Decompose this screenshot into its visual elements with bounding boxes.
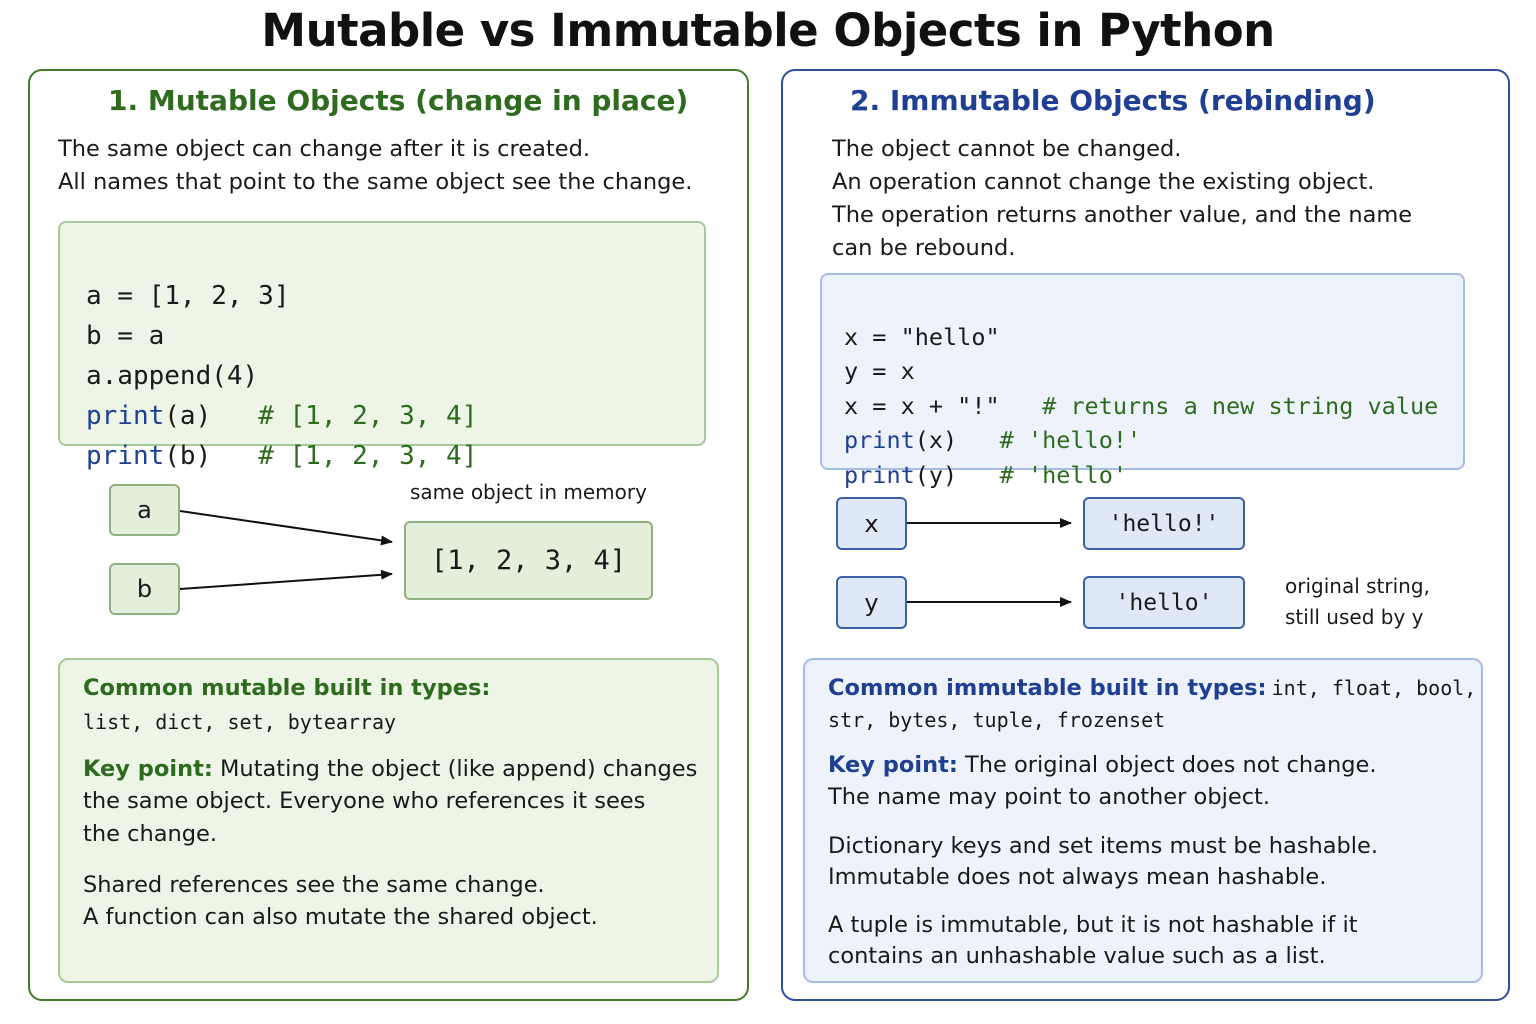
hashable-line-1: Dictionary keys and set items must be ha… [828, 833, 1379, 859]
list-object-node: [1, 2, 3, 4] [404, 521, 653, 600]
arrow-b-to-list [179, 569, 393, 590]
immutable-keypoint: Key point: The original object does not … [828, 749, 1376, 781]
mutable-code-block [58, 221, 706, 446]
code-line: b = a [86, 321, 165, 351]
list-object-value: [1, 2, 3, 4] [430, 545, 627, 576]
code-comment: # 'hello' [999, 460, 1127, 489]
mutable-types-heading: Common mutable built in types: [83, 675, 491, 701]
code-keyword: print [844, 426, 915, 454]
name-x-label: x [864, 509, 879, 538]
arrow-a-to-list [179, 510, 393, 546]
code-args: (y) [914, 460, 958, 489]
code-comment: # [1, 2, 3, 4] [258, 441, 478, 471]
code-keyword: print [86, 401, 165, 431]
immutable-intro-line-1: The object cannot be changed. [832, 136, 1182, 162]
immutable-keypoint-line-2: The name may point to another object. [828, 784, 1271, 810]
immutable-intro-line-3: The operation returns another value, and… [832, 202, 1413, 228]
name-y-label: y [864, 588, 879, 617]
page-title: Mutable vs Immutable Objects in Python [261, 4, 1275, 57]
code-line: print(x) # 'hello!' [844, 423, 1438, 458]
code-comment: # [1, 2, 3, 4] [258, 401, 478, 431]
code-line: a.append(4) [86, 361, 259, 391]
code-args: (x) [914, 426, 958, 454]
keypoint-text: The original object does not change. [965, 752, 1377, 778]
mutable-intro-line-2: All names that point to the same object … [58, 169, 693, 195]
code-line: print(y) # 'hello' [844, 458, 1438, 493]
immutable-types-list-1: int, float, bool, [1271, 676, 1477, 700]
hashable-line-2: Immutable does not always mean hashable. [828, 864, 1327, 890]
name-y-node: y [836, 576, 907, 629]
mutable-keypoint: Key point: Mutating the object (like app… [83, 753, 697, 785]
mutable-extra-line-1: Shared references see the same change. [83, 872, 545, 898]
mutable-heading: 1. Mutable Objects (change in place) [108, 84, 689, 117]
tuple-line-1: A tuple is immutable, but it is not hash… [828, 912, 1358, 938]
keypoint-label: Key point: [828, 752, 958, 778]
hello-bang-object-node: 'hello!' [1083, 497, 1245, 550]
code-line: print(a) # [1, 2, 3, 4] [86, 396, 477, 436]
code-line: print(b) # [1, 2, 3, 4] [86, 436, 477, 476]
immutable-types-row: Common immutable built in types: int, fl… [828, 675, 1476, 701]
code-args: (b) [164, 441, 212, 471]
name-b-node: b [109, 563, 180, 615]
immutable-heading: 2. Immutable Objects (rebinding) [850, 84, 1376, 117]
immutable-code-block [820, 273, 1465, 470]
immutable-code: x = "hello" y = x x = x + "!" # returns a … [844, 285, 1438, 527]
code-comment: # 'hello!' [999, 426, 1142, 454]
name-a-node: a [109, 484, 180, 536]
code-line: x = "hello" [844, 322, 1000, 351]
name-a-label: a [137, 496, 152, 524]
code-comment: # returns a new string value [1042, 391, 1439, 420]
immutable-types-heading: Common immutable built in types: [828, 675, 1267, 701]
mutable-info-box [58, 658, 719, 983]
tuple-line-2: contains an unhashable value such as a l… [828, 943, 1326, 969]
hello-bang-value: 'hello!' [1108, 510, 1220, 537]
code-keyword: print [844, 460, 915, 489]
immutable-types-list-2: str, bytes, tuple, frozenset [828, 708, 1166, 732]
immutable-panel [781, 69, 1510, 1001]
immutable-intro-line-4: can be rebound. [832, 235, 1016, 261]
mutable-types-list: list, dict, set, bytearray [83, 710, 397, 734]
keypoint-label: Key point: [83, 756, 213, 782]
code-line: y = x [844, 357, 915, 385]
mutable-keypoint-line-2: the same object. Everyone who references… [83, 788, 646, 814]
code-keyword: print [86, 441, 165, 471]
mutable-extra-line-2: A function can also mutate the shared ob… [83, 904, 598, 930]
mutable-intro-line-1: The same object can change after it is c… [58, 136, 591, 162]
original-string-note-line-1: original string, [1285, 574, 1430, 598]
code-line: x = x + "!" # returns a new string value [844, 389, 1438, 424]
original-string-note-line-2: still used by y [1285, 605, 1424, 629]
name-b-label: b [136, 575, 153, 603]
immutable-intro-line-2: An operation cannot change the existing … [832, 169, 1375, 195]
code-text: x = x + "!" [844, 391, 1000, 420]
same-object-caption: same object in memory [410, 480, 647, 504]
name-x-node: x [836, 497, 907, 550]
code-line: a = [1, 2, 3] [86, 281, 290, 311]
hello-object-node: 'hello' [1083, 576, 1245, 629]
mutable-keypoint-line-3: the change. [83, 821, 218, 847]
hello-value: 'hello' [1115, 589, 1213, 616]
keypoint-text: Mutating the object (like append) change… [220, 756, 698, 782]
code-args: (a) [164, 401, 212, 431]
immutable-info-box [803, 658, 1483, 983]
mutable-panel [28, 69, 749, 1001]
